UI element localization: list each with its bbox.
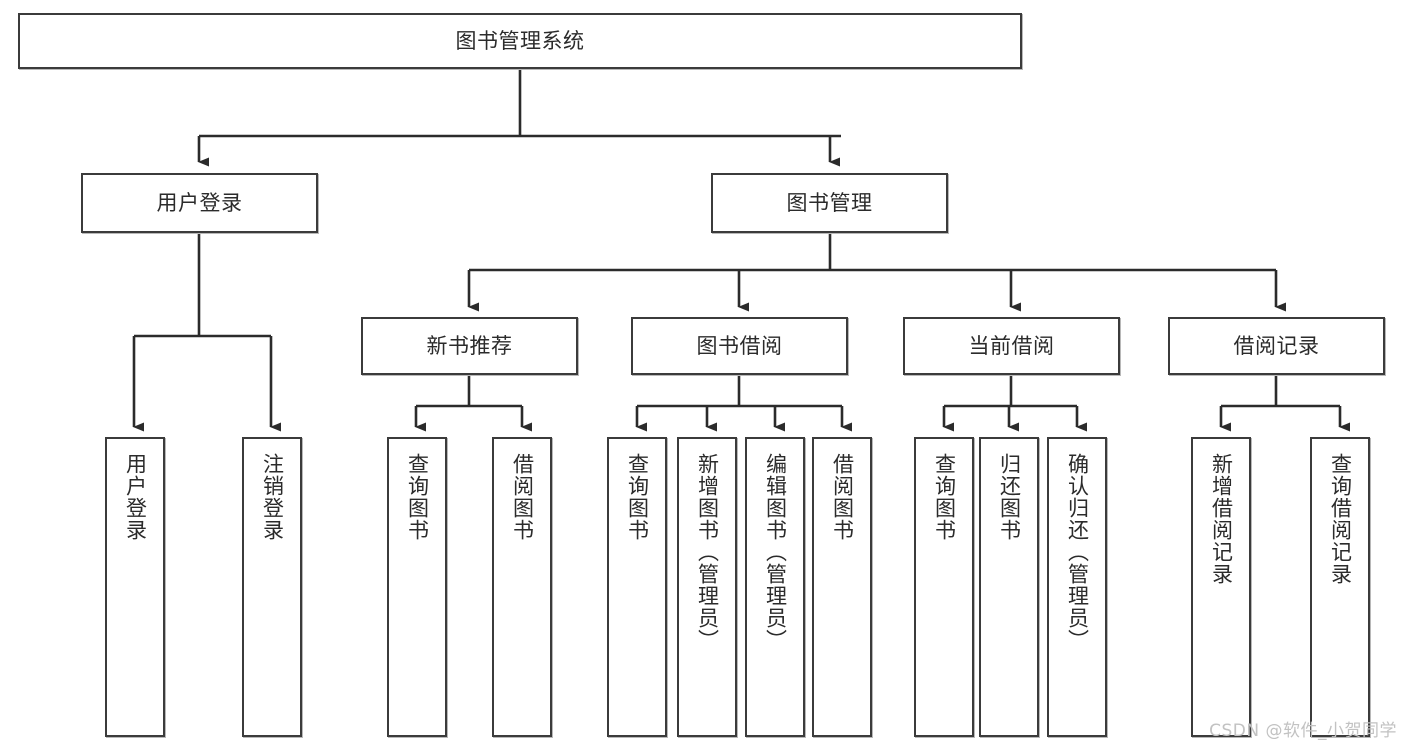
node-label: 图书管理系统 (455, 28, 585, 53)
node-label: 借阅记录 (1233, 333, 1320, 358)
node-label: 确认归还（管理员） (1065, 453, 1090, 651)
node-label: 借阅图书 (830, 453, 855, 541)
node-new-book-recommend[interactable]: 新书推荐 (361, 317, 578, 375)
node-label: 新增借阅记录 (1209, 453, 1234, 585)
leaf-new-book-query[interactable]: 查询图书 (387, 437, 447, 737)
leaf-borrow-add-book[interactable]: 新增图书（管理员） (677, 437, 737, 737)
node-label: 查询图书 (625, 453, 650, 541)
node-current-borrow[interactable]: 当前借阅 (903, 317, 1120, 375)
node-label: 借阅图书 (510, 453, 535, 541)
node-label: 查询图书 (932, 453, 957, 541)
node-label: 用户登录 (123, 453, 148, 541)
leaf-logout[interactable]: 注销登录 (242, 437, 302, 737)
leaf-user-login[interactable]: 用户登录 (105, 437, 165, 737)
node-label: 图书借阅 (696, 333, 783, 358)
leaf-current-return-book[interactable]: 归还图书 (979, 437, 1039, 737)
node-label: 查询图书 (405, 453, 430, 541)
node-label: 图书管理 (786, 190, 873, 215)
leaf-borrow-edit-book[interactable]: 编辑图书（管理员） (745, 437, 805, 737)
leaf-borrow-query-book[interactable]: 查询图书 (607, 437, 667, 737)
node-root-system[interactable]: 图书管理系统 (18, 13, 1022, 69)
node-book-borrow[interactable]: 图书借阅 (631, 317, 848, 375)
node-label: 注销登录 (260, 453, 285, 541)
node-user-login[interactable]: 用户登录 (81, 173, 318, 233)
leaf-new-book-borrow[interactable]: 借阅图书 (492, 437, 552, 737)
leaf-record-add[interactable]: 新增借阅记录 (1191, 437, 1251, 737)
node-label: 归还图书 (997, 453, 1022, 541)
leaf-record-query[interactable]: 查询借阅记录 (1310, 437, 1370, 737)
node-borrow-record[interactable]: 借阅记录 (1168, 317, 1385, 375)
node-label: 查询借阅记录 (1328, 453, 1353, 585)
node-label: 用户登录 (156, 190, 243, 215)
leaf-borrow-borrow-book[interactable]: 借阅图书 (812, 437, 872, 737)
leaf-current-query-book[interactable]: 查询图书 (914, 437, 974, 737)
csdn-watermark: CSDN @软件_小贺同学 (1209, 721, 1397, 741)
node-label: 编辑图书（管理员） (763, 453, 788, 651)
leaf-current-confirm-return[interactable]: 确认归还（管理员） (1047, 437, 1107, 737)
node-label: 新增图书（管理员） (695, 453, 720, 651)
node-label: 当前借阅 (968, 333, 1055, 358)
node-label: 新书推荐 (426, 333, 513, 358)
node-book-management[interactable]: 图书管理 (711, 173, 948, 233)
